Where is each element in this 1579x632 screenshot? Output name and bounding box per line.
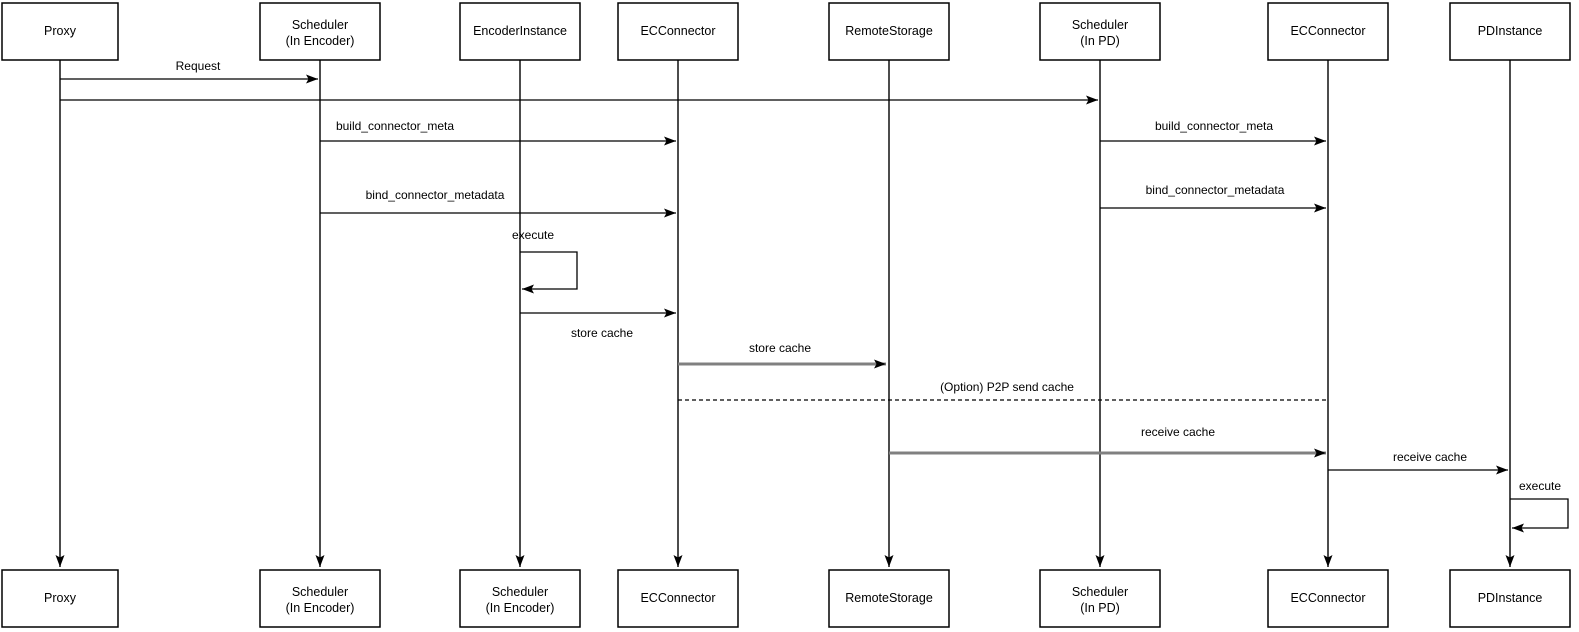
messages: Request build_connector_meta build_conne… [60,59,1569,533]
message-selfloop-execute-encoder [520,251,578,294]
message-label-bind-connector-metadata-encoder: bind_connector_metadata [366,188,505,202]
participant-label-scheduler-pd-bottom: Scheduler [1072,585,1128,599]
participant-box-ec-connector-bottom [617,569,739,628]
participant-box-scheduler-encoder-bottom [259,569,381,628]
participant-box-ec-connector2-bottom [1267,569,1389,628]
message-label-receive-cache-1: receive cache [1141,425,1215,439]
participant-box-proxy-top [1,2,119,61]
message-label-build-connector-meta-encoder: build_connector_meta [336,119,454,133]
message-label-bind-connector-metadata-pd: bind_connector_metadata [1146,183,1285,197]
message-selfloop-execute-pd [1510,498,1569,533]
participant-label-proxy-top: Proxy [44,24,77,38]
participant-sublabel-scheduler-pd-top: (In PD) [1080,34,1120,48]
participant-label-proxy-bottom: Proxy [44,591,77,605]
participant-label-ec-connector-bottom: ECConnector [640,591,715,605]
message-label-execute-pd: execute [1519,479,1561,493]
participants-top-row: Proxy Scheduler (In Encoder) EncoderInst… [1,2,1571,61]
participant-label-scheduler-pd-top: Scheduler [1072,18,1128,32]
participant-box-remote-storage-bottom [828,569,950,628]
message-label-store-cache-2: store cache [749,341,811,355]
participant-box-proxy-bottom [1,569,119,628]
participant-box-scheduler-encoder2-bottom [459,569,581,628]
participant-sublabel-scheduler-encoder-top: (In Encoder) [286,34,355,48]
message-label-request: Request [176,59,221,73]
participant-box-encoder-instance-top [459,2,581,61]
participant-label-scheduler-encoder-top: Scheduler [292,18,348,32]
participants-bottom-row: Proxy Scheduler (In Encoder) Scheduler (… [1,569,1571,628]
participant-label-ec-connector2-bottom: ECConnector [1290,591,1365,605]
message-label-p2p-send-cache: (Option) P2P send cache [940,380,1074,394]
participant-sublabel-scheduler-pd-bottom: (In PD) [1080,601,1120,615]
participant-sublabel-scheduler-encoder2-bottom: (In Encoder) [486,601,555,615]
participant-box-ec-connector-top [617,2,739,61]
message-label-receive-cache-2: receive cache [1393,450,1467,464]
message-label-execute-encoder: execute [512,228,554,242]
participant-box-pd-instance-top [1449,2,1571,61]
participant-label-pd-instance-bottom: PDInstance [1478,591,1543,605]
participant-box-pd-instance-bottom [1449,569,1571,628]
participant-label-ec-connector-top: ECConnector [640,24,715,38]
participant-box-scheduler-pd-bottom [1039,569,1161,628]
participant-box-scheduler-encoder-top [259,2,381,61]
participant-label-scheduler-encoder-bottom: Scheduler [292,585,348,599]
participant-label-ec-connector2-top: ECConnector [1290,24,1365,38]
participant-label-pd-instance-top: PDInstance [1478,24,1543,38]
message-label-build-connector-meta-pd: build_connector_meta [1155,119,1273,133]
participant-box-scheduler-pd-top [1039,2,1161,61]
participant-label-encoder-instance-top: EncoderInstance [473,24,567,38]
participant-label-scheduler-encoder2-bottom: Scheduler [492,585,548,599]
participant-label-remote-storage-bottom: RemoteStorage [845,591,933,605]
participant-label-remote-storage-top: RemoteStorage [845,24,933,38]
message-label-store-cache-1: store cache [571,326,633,340]
participant-sublabel-scheduler-encoder-bottom: (In Encoder) [286,601,355,615]
lifelines [55,60,1515,567]
